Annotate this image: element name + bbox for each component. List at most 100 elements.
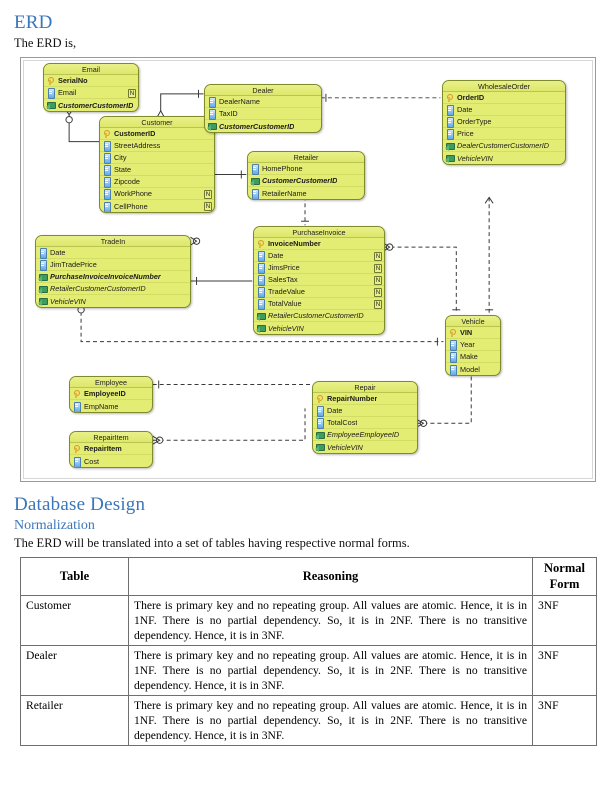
entity-attribute-row[interactable]: VIN [446,327,500,339]
column-icon [250,188,259,199]
entity-attribute-row[interactable]: Year [446,339,500,351]
entity-title: WholesaleOrder [443,81,565,92]
attribute-label: CustomerID [114,129,156,138]
entity-attribute-row[interactable]: EmployeeEmployeeID [313,429,417,441]
entity-attribute-row[interactable]: SerialNo [44,75,138,87]
entity-attribute-row[interactable]: EmployeeID [70,388,152,400]
entity-title: Dealer [205,85,321,96]
entity-attribute-row[interactable]: DealerCustomerCustomerID [443,140,565,152]
entity-attribute-row[interactable]: RepairItem [70,443,152,455]
nullable-marker: N [204,189,212,199]
entity-attribute-row[interactable]: PurchaseInvoiceInvoiceNumber [36,271,190,283]
entity-attribute-row[interactable]: Price [443,128,565,140]
entity-attribute-row[interactable]: EmpName [70,400,152,412]
fk-icon [38,296,48,306]
entity-attribute-row[interactable]: Cost [70,455,152,467]
entity-attribute-row[interactable]: RetailerCustomerCustomerID [36,283,190,295]
entity-attribute-row[interactable]: Make [446,351,500,363]
entity-attribute-row[interactable]: CustomerCustomerID [44,99,138,111]
fk-icon [445,141,455,151]
attribute-label: OrderID [457,93,485,102]
attribute-label: DealerName [219,97,260,106]
column-header-table: Table [20,557,129,596]
entity-attribute-row[interactable]: StreetAddress [100,140,214,152]
column-icon [102,165,111,176]
entity-attribute-row[interactable]: OrderID [443,92,565,104]
entity-attribute-row[interactable]: Date [313,405,417,417]
entity-attribute-row[interactable]: VehicleVIN [313,441,417,453]
key-icon [72,389,81,399]
entity-attribute-row[interactable]: Date [36,247,190,259]
key-icon [256,239,265,249]
attribute-label: JimsPrice [268,263,300,272]
key-icon [445,93,454,103]
entity-attribute-row[interactable]: HomePhone [248,163,364,175]
column-icon [207,97,216,108]
entity-attribute-row[interactable]: City [100,152,214,164]
attribute-label: Make [460,352,478,361]
column-icon [256,287,265,298]
nullable-marker: N [374,263,382,273]
entity-attribute-row[interactable]: Date [443,104,565,116]
entity-attribute-row[interactable]: Model [446,363,500,375]
entity-attribute-row[interactable]: CustomerCustomerID [205,120,321,132]
entity-attribute-row[interactable]: CustomerCustomerID [248,175,364,187]
nullable-marker: N [374,251,382,261]
entity-attribute-row[interactable]: OrderType [443,116,565,128]
entity-attribute-row[interactable]: RepairNumber [313,393,417,405]
attribute-label: CustomerCustomerID [262,176,338,185]
attribute-label: City [114,153,127,162]
column-icon [315,406,324,417]
entity-attribute-row[interactable]: JimTradePrice [36,259,190,271]
entity-attribute-row[interactable]: Zipcode [100,176,214,188]
entity-attribute-row[interactable]: InvoiceNumber [254,238,384,250]
attribute-label: VehicleVIN [457,153,493,163]
entity-attribute-row[interactable]: VehicleVIN [443,152,565,164]
entity-attribute-row[interactable]: RetailerName [248,187,364,199]
column-icon [72,456,81,467]
entity-attribute-row[interactable]: State [100,164,214,176]
attribute-label: CustomerCustomerID [219,121,295,131]
column-icon [256,299,265,310]
entity-attribute-row[interactable]: VehicleVIN [254,322,384,334]
entity-attribute-row[interactable]: CustomerID [100,128,214,140]
attribute-label: VehicleVIN [327,442,363,452]
entity-attribute-row[interactable]: TotalCost [313,417,417,429]
entity-attribute-row[interactable]: RetailerCustomerCustomerID [254,310,384,322]
attribute-label: VehicleVIN [268,323,304,333]
entity-attribute-row[interactable]: TaxID [205,108,321,120]
entity-attribute-row[interactable]: DealerName [205,96,321,108]
attribute-label: Price [457,129,474,138]
column-icon [46,88,55,99]
key-icon [46,76,55,86]
fk-icon [445,153,455,163]
entity-attribute-row[interactable]: VehicleVIN [36,295,190,307]
entity-attribute-row[interactable]: JimsPrice N [254,262,384,274]
